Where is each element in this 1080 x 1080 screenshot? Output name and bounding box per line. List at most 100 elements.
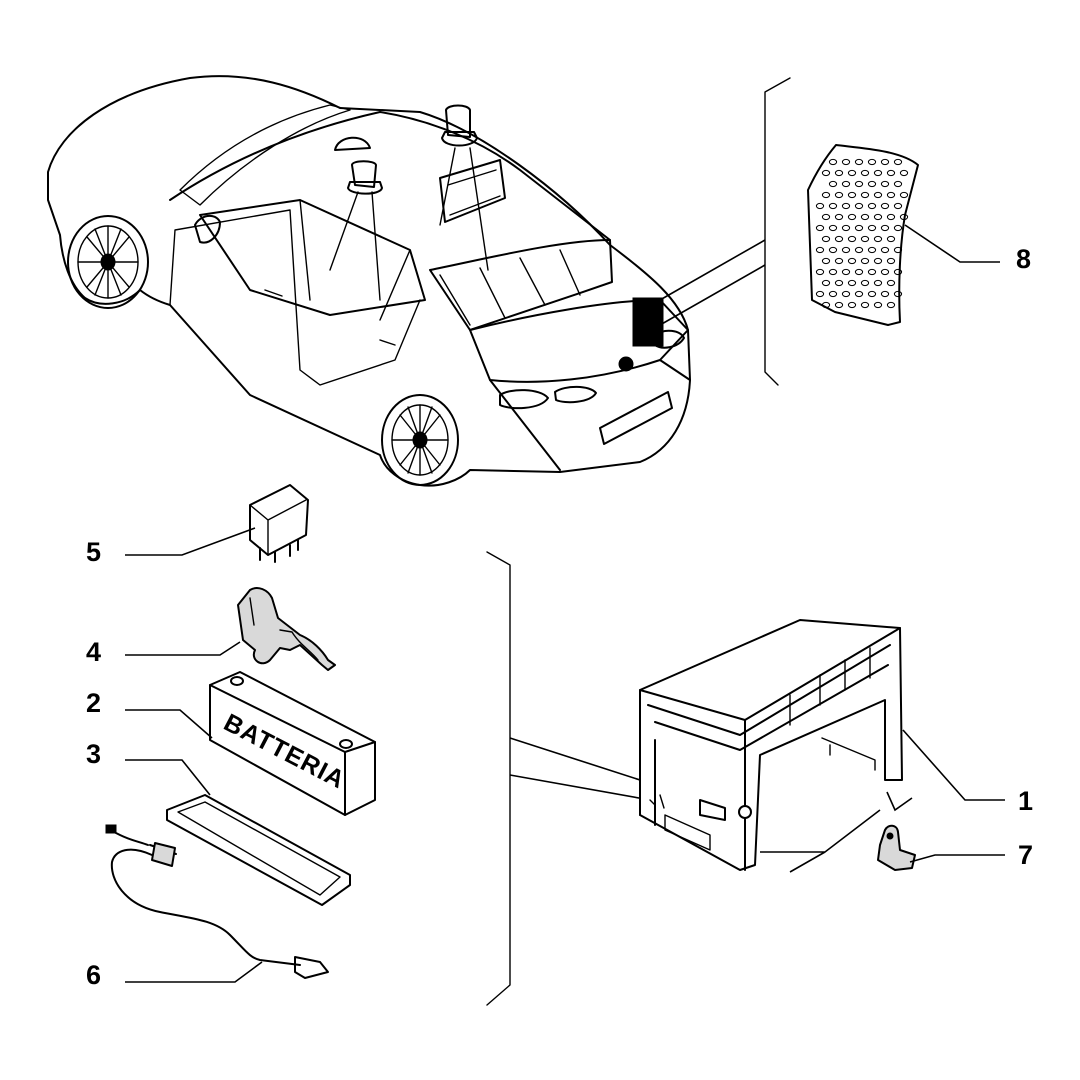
perforation-hole xyxy=(873,191,883,199)
perforation-hole xyxy=(867,180,877,188)
leader-3 xyxy=(125,759,211,796)
perforation-hole xyxy=(854,290,864,298)
callout-leaders xyxy=(125,224,1005,983)
perforation-hole xyxy=(893,290,903,298)
perforation-hole xyxy=(899,191,909,199)
perforation-hole xyxy=(873,169,883,177)
perforation-hole xyxy=(841,158,851,166)
perforation-hole xyxy=(821,169,831,177)
perforation-hole xyxy=(860,191,870,199)
perforation-hole xyxy=(893,246,903,254)
perforation-hole xyxy=(867,246,877,254)
perforation-hole xyxy=(821,235,831,243)
perforation-hole xyxy=(815,246,825,254)
perforation-hole xyxy=(854,180,864,188)
perforation-hole xyxy=(828,202,838,210)
perforation-hole xyxy=(834,169,844,177)
perforation-hole xyxy=(873,257,883,265)
leader-4 xyxy=(125,641,241,656)
perforation-hole xyxy=(834,235,844,243)
perforation-hole xyxy=(899,213,909,221)
perforation-hole xyxy=(854,268,864,276)
perforation-hole xyxy=(893,180,903,188)
perforation-hole xyxy=(847,279,857,287)
perforation-hole xyxy=(847,301,857,309)
perforation-hole xyxy=(886,191,896,199)
perforation-hole xyxy=(886,257,896,265)
perforation-hole xyxy=(886,301,896,309)
perforation-hole xyxy=(893,158,903,166)
perforation-hole xyxy=(854,246,864,254)
perforation-hole xyxy=(821,279,831,287)
perforation-hole xyxy=(880,158,890,166)
perforation-hole xyxy=(828,290,838,298)
perforation-hole xyxy=(834,301,844,309)
perforation-hole xyxy=(834,257,844,265)
perforation-hole xyxy=(834,279,844,287)
callout-7: 7 xyxy=(1018,840,1033,870)
perforation-hole xyxy=(867,290,877,298)
perforation-hole xyxy=(834,213,844,221)
leader-1 xyxy=(902,729,1005,801)
perforation-hole xyxy=(854,224,864,232)
perforation-hole xyxy=(828,224,838,232)
leader-2 xyxy=(125,709,213,739)
perforation-hole xyxy=(867,224,877,232)
perforation-hole xyxy=(821,257,831,265)
perforation-hole xyxy=(873,235,883,243)
group-bracket-upper xyxy=(764,77,791,386)
battery-tray-part xyxy=(166,794,351,906)
perforation-hole xyxy=(847,235,857,243)
perforation-hole xyxy=(815,268,825,276)
perforation-hole xyxy=(867,268,877,276)
callout-5: 5 xyxy=(86,537,101,567)
group-bracket-lower xyxy=(486,551,511,1006)
callout-3: 3 xyxy=(86,739,101,769)
car-illustration xyxy=(47,75,766,487)
perforation-hole xyxy=(854,158,864,166)
perforation-hole xyxy=(841,268,851,276)
perforation-hole xyxy=(841,290,851,298)
battery-box-frame-part xyxy=(639,619,903,871)
leader-7 xyxy=(909,854,1005,863)
perforation-hole xyxy=(880,268,890,276)
perforation-hole xyxy=(873,301,883,309)
perforation-hole xyxy=(860,235,870,243)
perforation-hole xyxy=(828,158,838,166)
perforation-hole xyxy=(847,257,857,265)
leader-5 xyxy=(125,527,256,556)
perforation-hole xyxy=(860,213,870,221)
perforation-hole xyxy=(815,290,825,298)
perforation-hole xyxy=(860,169,870,177)
perforated-panel-part xyxy=(807,144,919,326)
perforation-hole xyxy=(854,202,864,210)
perforation-hole xyxy=(821,191,831,199)
callout-1: 1 xyxy=(1018,786,1033,816)
perforation-hole xyxy=(841,180,851,188)
perforation-hole xyxy=(828,180,838,188)
perforation-hole xyxy=(899,169,909,177)
callout-6: 6 xyxy=(86,960,101,990)
perforation-hole xyxy=(860,279,870,287)
perforation-hole xyxy=(815,202,825,210)
perforation-hole xyxy=(880,224,890,232)
perforation-hole xyxy=(893,202,903,210)
perforation-hole xyxy=(886,279,896,287)
perforation-hole xyxy=(834,191,844,199)
perforation-hole xyxy=(847,191,857,199)
perforation-hole xyxy=(886,213,896,221)
bracket-clip-part xyxy=(237,587,336,671)
leader-8 xyxy=(904,224,1000,263)
leader-6 xyxy=(125,961,263,983)
perforation-hole xyxy=(873,213,883,221)
perforation-hole xyxy=(828,246,838,254)
perforation-hole xyxy=(860,301,870,309)
perforation-hole xyxy=(886,235,896,243)
relay-part xyxy=(249,484,309,563)
small-bracket-part xyxy=(877,824,916,871)
trunk-panel-marker xyxy=(632,297,664,347)
wiring-harness-part xyxy=(105,824,329,979)
perforation-hole xyxy=(886,169,896,177)
perforation-hole xyxy=(841,202,851,210)
